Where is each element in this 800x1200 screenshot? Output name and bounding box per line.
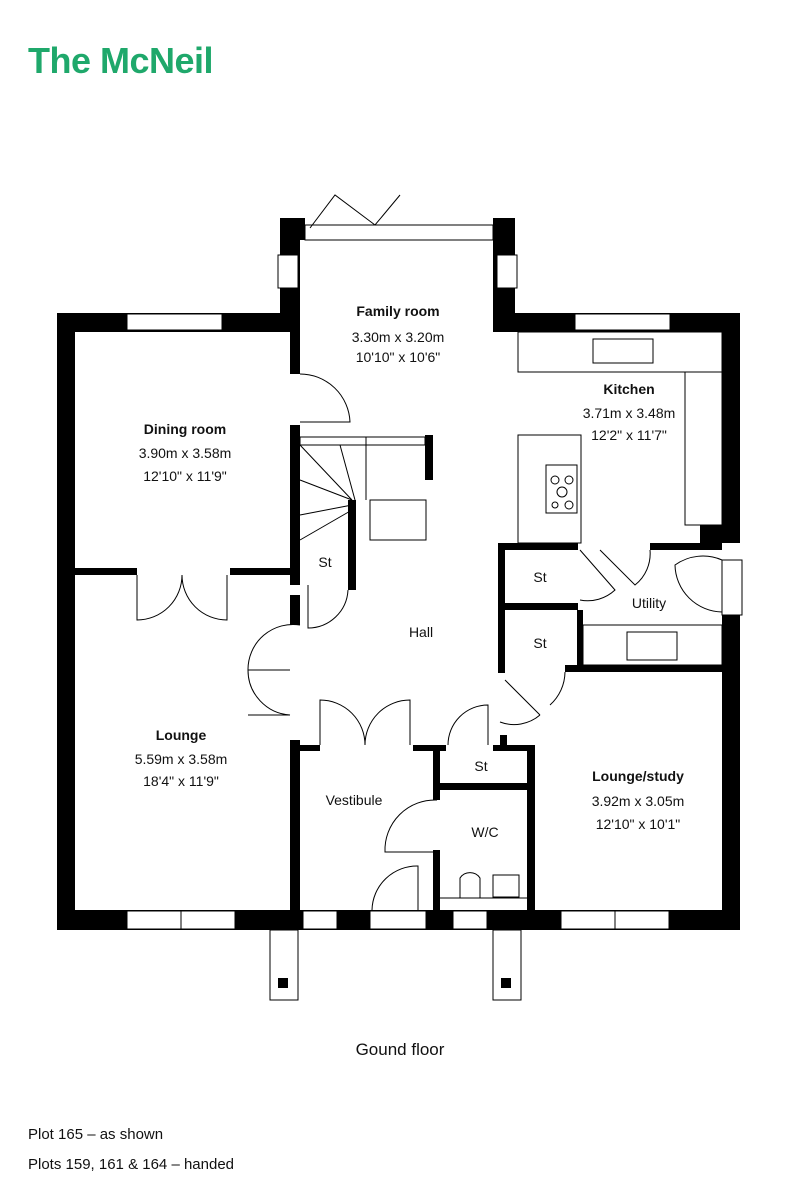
utility-sink-icon [626, 631, 678, 661]
plot-note: Plot 165 – as shown [28, 1126, 164, 1143]
staircase [299, 436, 427, 541]
room-utility: Utility [632, 595, 666, 611]
room-wc: W/C [471, 824, 498, 840]
hob-icon [545, 464, 578, 514]
room-vestibule: Vestibule [326, 792, 383, 808]
room-store: St [533, 635, 546, 651]
room-hall: Hall [409, 624, 433, 640]
room-store: St [318, 554, 331, 570]
room-study-name: Lounge/study [592, 768, 684, 784]
room-kitchen-metric: 3.71m x 3.48m [583, 405, 676, 421]
room-lounge-metric: 5.59m x 3.58m [135, 751, 228, 767]
doors [136, 373, 723, 911]
room-lounge-imperial: 18'4" x 11'9" [143, 773, 219, 789]
room-dining-name: Dining room [144, 421, 226, 437]
room-study-metric: 3.92m x 3.05m [592, 793, 685, 809]
room-dining-metric: 3.90m x 3.58m [139, 445, 232, 461]
room-study-imperial: 12'10" x 10'1" [596, 816, 681, 832]
fixtures [269, 331, 723, 1001]
room-family-metric: 3.30m x 3.20m [352, 329, 445, 345]
toilet-icon [459, 872, 481, 899]
kitchen-sink-icon [592, 338, 654, 364]
windows [126, 194, 743, 930]
room-family-name: Family room [356, 303, 439, 319]
room-kitchen-name: Kitchen [603, 381, 654, 397]
room-dining-imperial: 12'10" x 11'9" [143, 468, 227, 484]
plot-note-handed: Plots 159, 161 & 164 – handed [28, 1156, 235, 1173]
room-family-imperial: 10'10" x 10'6" [356, 349, 441, 365]
room-lounge-name: Lounge [156, 727, 207, 743]
plan-title: The McNeil [28, 40, 214, 81]
room-store: St [474, 758, 487, 774]
floor-caption: Gound floor [355, 1040, 445, 1059]
basin-icon [492, 874, 520, 898]
room-store: St [533, 569, 546, 585]
room-kitchen-imperial: 12'2" x 11'7" [591, 427, 667, 443]
